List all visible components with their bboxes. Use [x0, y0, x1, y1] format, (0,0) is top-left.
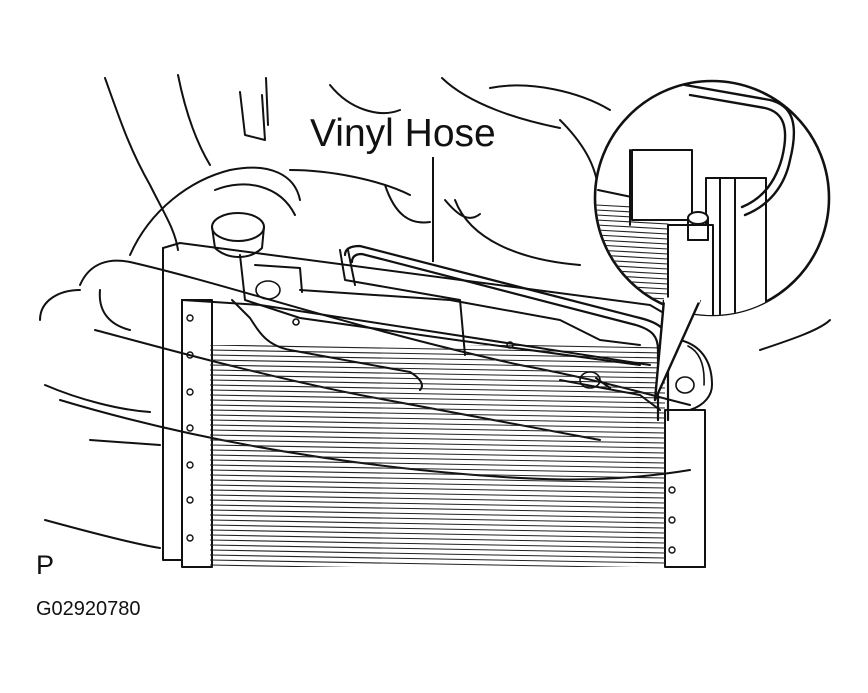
radiator-fin-line — [210, 504, 665, 514]
radiator-upper-support — [162, 242, 663, 411]
radiator-fin-line — [210, 554, 665, 564]
radiator-holes-left — [186, 314, 194, 542]
radiator-fin-line — [210, 354, 665, 364]
magnified-fin-line — [595, 234, 669, 240]
radiator-fin-line — [210, 345, 665, 354]
radiator-fin-line — [210, 564, 356, 567]
radiator-fin-line — [210, 469, 665, 479]
radiator-fin-line — [210, 479, 665, 489]
radiator-fin-line — [210, 449, 665, 459]
radiator-fin-line — [210, 549, 665, 559]
radiator-fin-line — [210, 454, 665, 464]
radiator-fin-line — [210, 379, 665, 389]
radiator-fin-line — [210, 489, 665, 499]
radiator-fin-line — [210, 529, 665, 539]
radiator-fin-line — [210, 399, 665, 409]
radiator-fin-line — [210, 359, 665, 369]
radiator-right-tank — [664, 409, 706, 568]
radiator-fin-line — [210, 509, 665, 519]
radiator-fin-line — [210, 444, 665, 454]
magnified-fin-line — [595, 239, 669, 245]
magnifier-detail — [593, 79, 831, 402]
radiator-fin-line — [210, 364, 665, 374]
magnified-fin-line — [595, 229, 669, 235]
radiator-fin-line — [210, 575, 665, 583]
radiator-fin-line — [210, 429, 665, 439]
radiator-fin-line — [210, 539, 665, 549]
radiator-fin-line — [210, 544, 665, 554]
radiator-fin-line — [463, 345, 665, 349]
view-marker: P — [36, 550, 54, 580]
radiator-fin-line — [210, 409, 665, 419]
radiator-fin-line — [210, 519, 665, 529]
radiator-fin-line — [210, 499, 665, 509]
radiator-fin-line — [210, 464, 665, 474]
radiator-fin-line — [210, 384, 665, 394]
radiator-fin-line — [210, 570, 665, 578]
radiator-fin-line — [210, 374, 665, 384]
magnified-fin-line — [595, 249, 669, 255]
magnified-fin-line — [595, 224, 669, 230]
magnified-fin-line — [595, 244, 669, 250]
radiator-left-tank — [162, 247, 213, 568]
radiator-fin-line — [210, 494, 665, 504]
radiator-fin-line — [210, 459, 665, 469]
magnified-fin-line — [595, 219, 669, 225]
radiator-core-fins — [210, 345, 665, 583]
radiator-fin-line — [210, 524, 665, 534]
radiator-fin-line — [210, 414, 665, 424]
radiator-holes-right — [668, 486, 676, 554]
figure-code: G02920780 — [36, 598, 141, 620]
radiator-fin-line — [210, 484, 665, 494]
radiator-fin-line — [210, 404, 665, 414]
radiator-fin-line — [210, 349, 665, 359]
radiator-bolts — [255, 280, 695, 394]
radiator-fin-line — [210, 534, 665, 544]
radiator-fin-line — [210, 559, 640, 567]
radiator-fin-line — [210, 474, 665, 484]
radiator-fin-line — [210, 434, 665, 444]
radiator-fin-line — [210, 439, 665, 449]
radiator-fin-line — [210, 389, 665, 399]
radiator-fin-line — [210, 514, 665, 524]
magnified-fin-line — [595, 309, 669, 315]
callout-label: Vinyl Hose — [310, 112, 496, 155]
radiator-fin-line — [210, 424, 665, 434]
radiator-fin-line — [210, 419, 665, 429]
radiator-fin-line — [210, 369, 665, 379]
radiator-fin-line — [210, 394, 665, 404]
